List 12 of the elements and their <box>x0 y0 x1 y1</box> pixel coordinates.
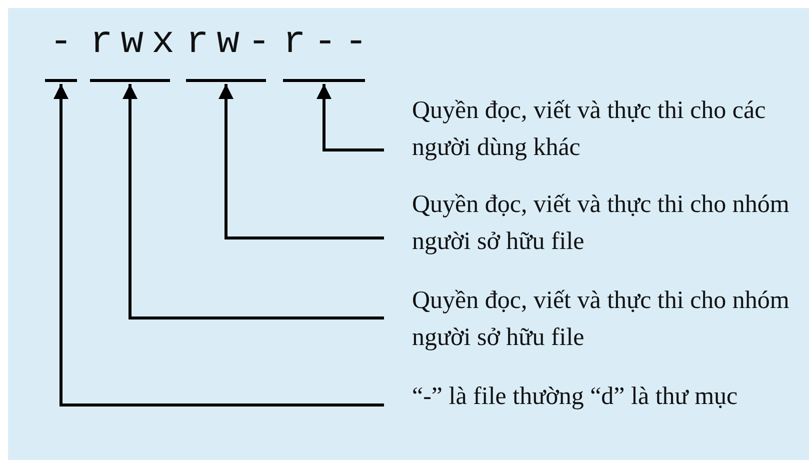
permission-chars: rw- <box>186 21 278 64</box>
arrow <box>316 84 384 152</box>
permission-chars: rwx <box>90 21 182 64</box>
description-text: “-” là file thường “d” là thư mục <box>412 382 739 412</box>
permission-chars: r-- <box>283 21 376 64</box>
arrow <box>218 84 384 240</box>
permission-chars: - <box>50 21 80 64</box>
description-text: Quyền đọc, viết và thực thi cho nhóm người sở hữu file <box>412 190 790 257</box>
description-text: Quyền đọc, viết và thực thi cho nhóm người sở hữu file <box>412 286 790 353</box>
description-text: Quyền đọc, viết và thực thi cho các người dùng khác <box>412 96 767 163</box>
arrow <box>54 84 384 406</box>
arrow <box>122 84 384 320</box>
